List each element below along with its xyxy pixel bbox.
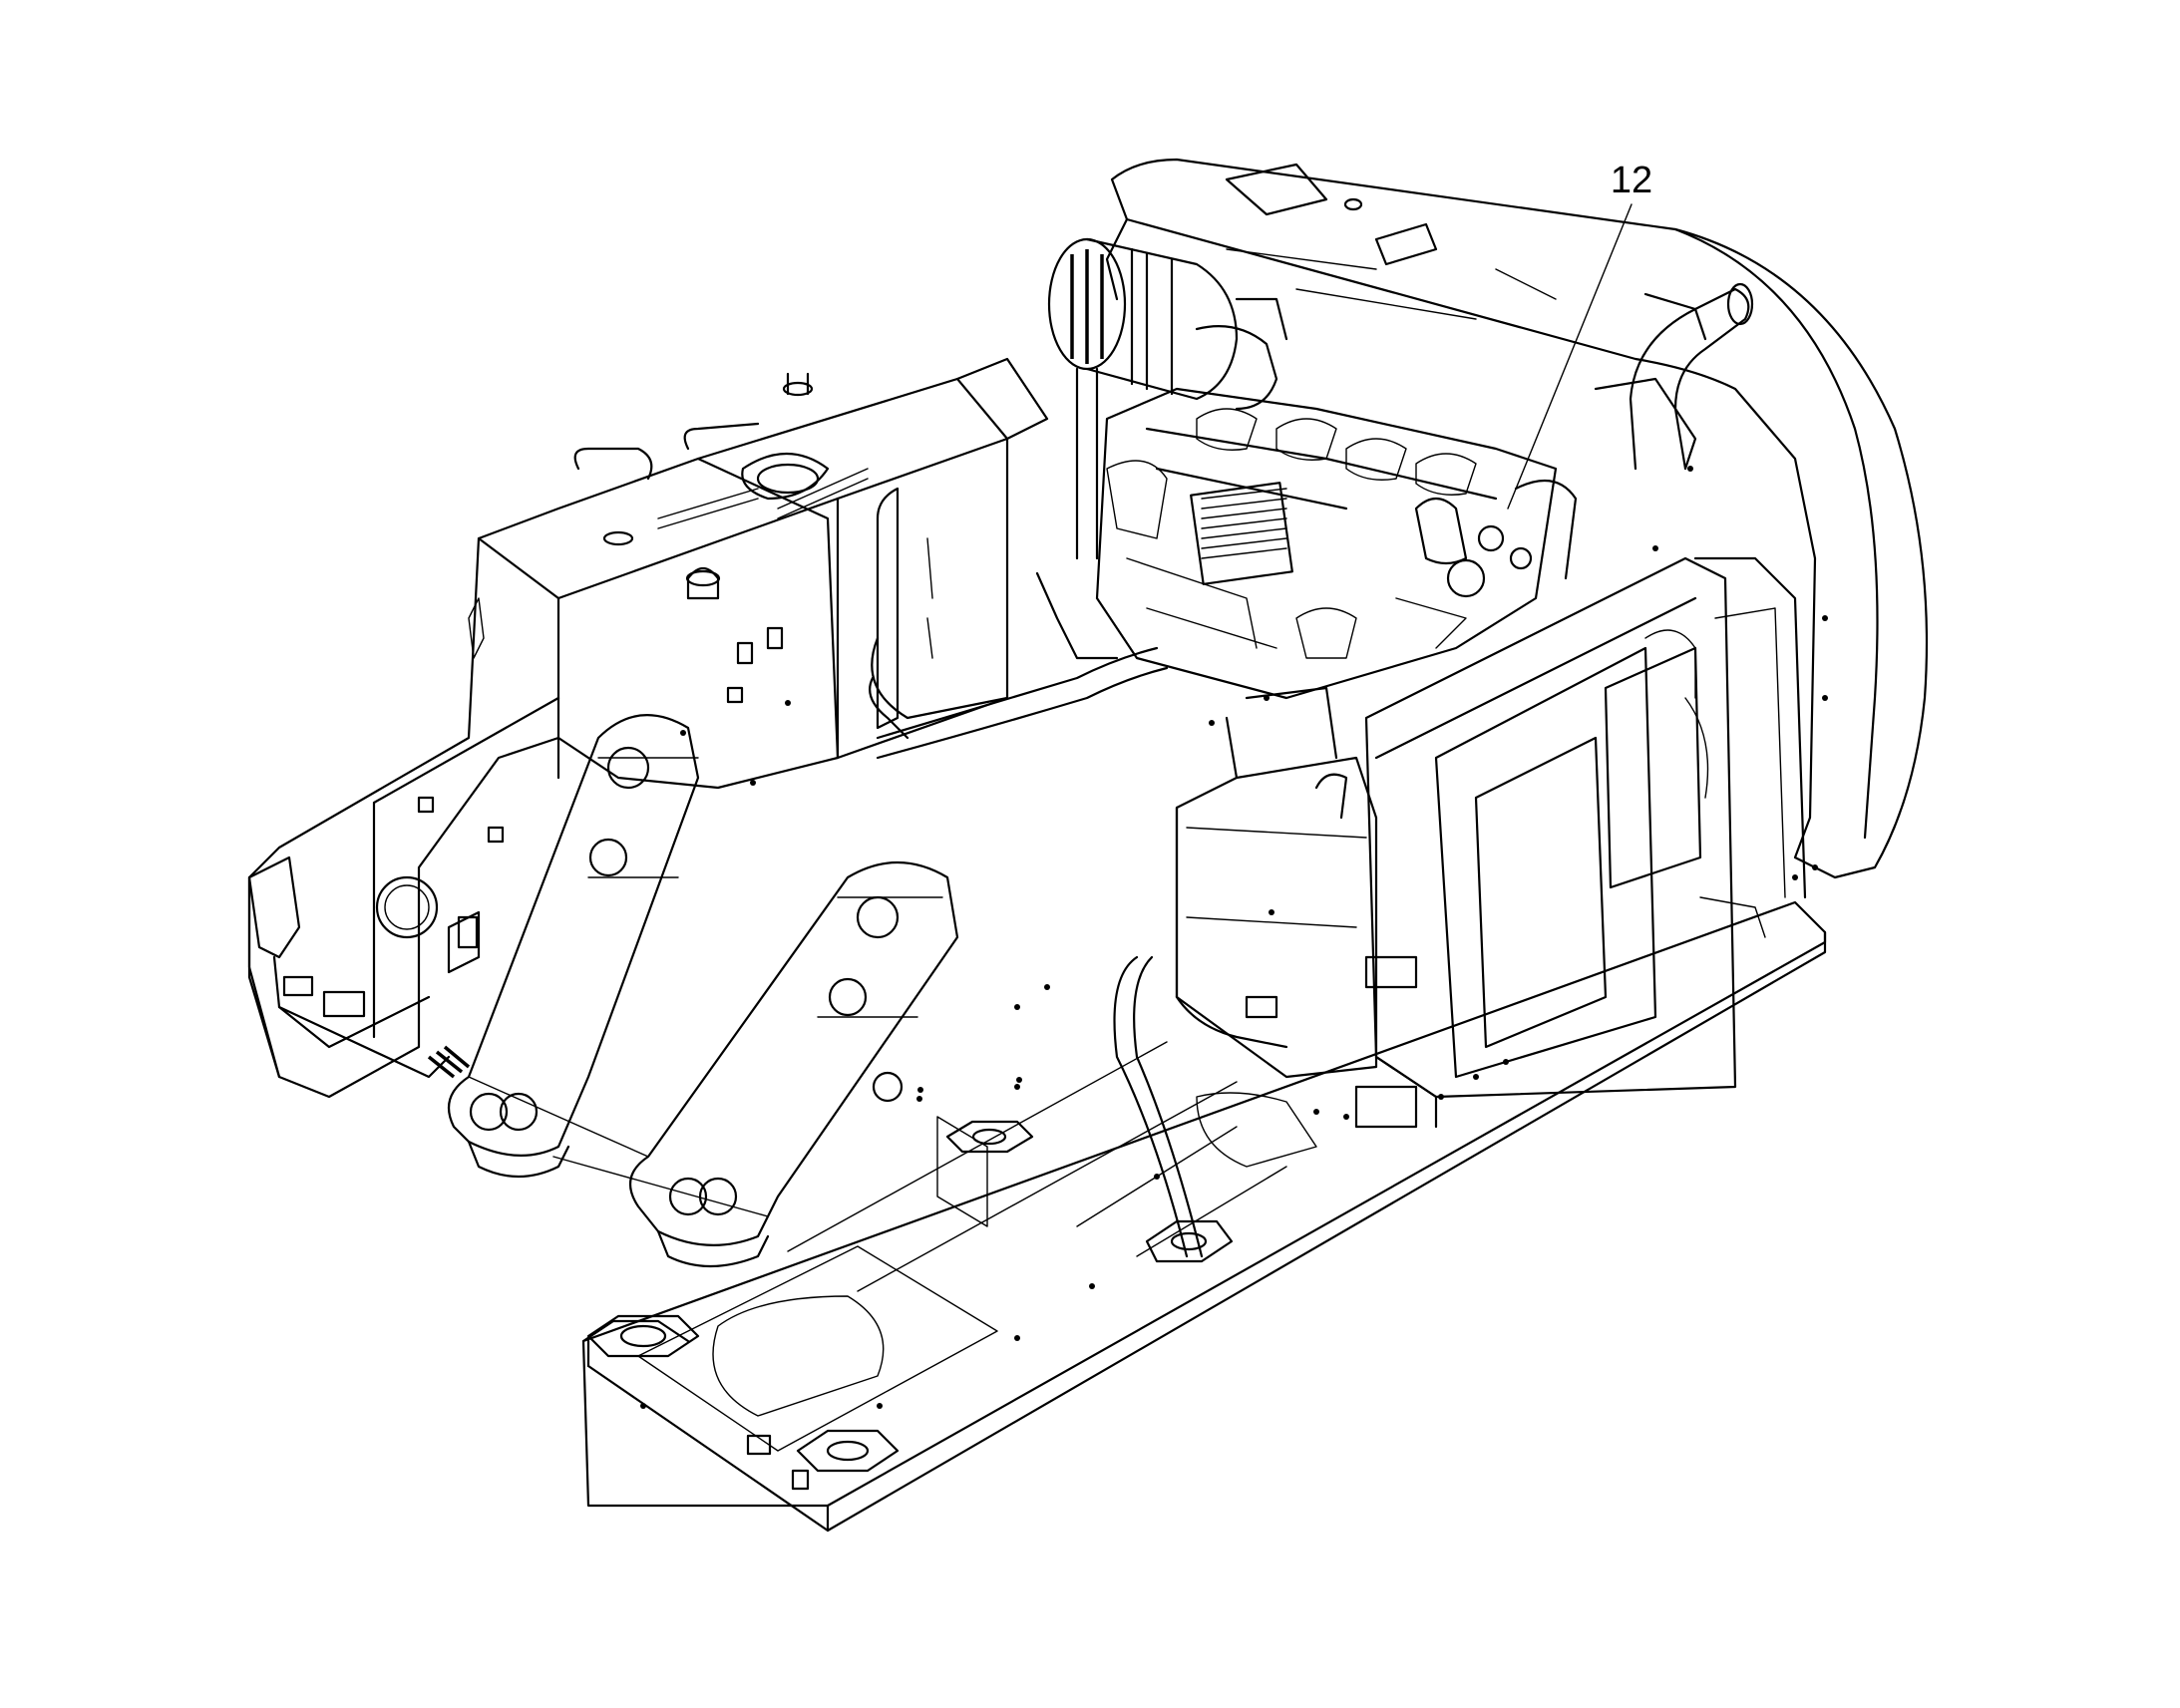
radiator-package <box>1354 556 1807 1129</box>
boom-foot-brackets <box>447 714 959 1268</box>
exhaust-pipe <box>1629 282 1754 471</box>
callout-label-12: 12 <box>1611 160 1652 201</box>
center-bracket <box>1175 686 1378 1079</box>
leader-line <box>1507 203 1633 510</box>
air-cleaner <box>1047 237 1288 560</box>
hydraulic-hoses <box>876 571 1288 1258</box>
engine-assembly <box>1095 387 1578 700</box>
callout-12 <box>1507 203 1633 510</box>
fastener-dots <box>640 466 1828 1409</box>
counterweight <box>1105 158 1929 879</box>
left-front-counter <box>247 855 481 1079</box>
upper-frame-base <box>581 900 1827 1533</box>
left-tank-housing <box>247 357 1049 1099</box>
mounting-pads <box>586 1120 1234 1491</box>
